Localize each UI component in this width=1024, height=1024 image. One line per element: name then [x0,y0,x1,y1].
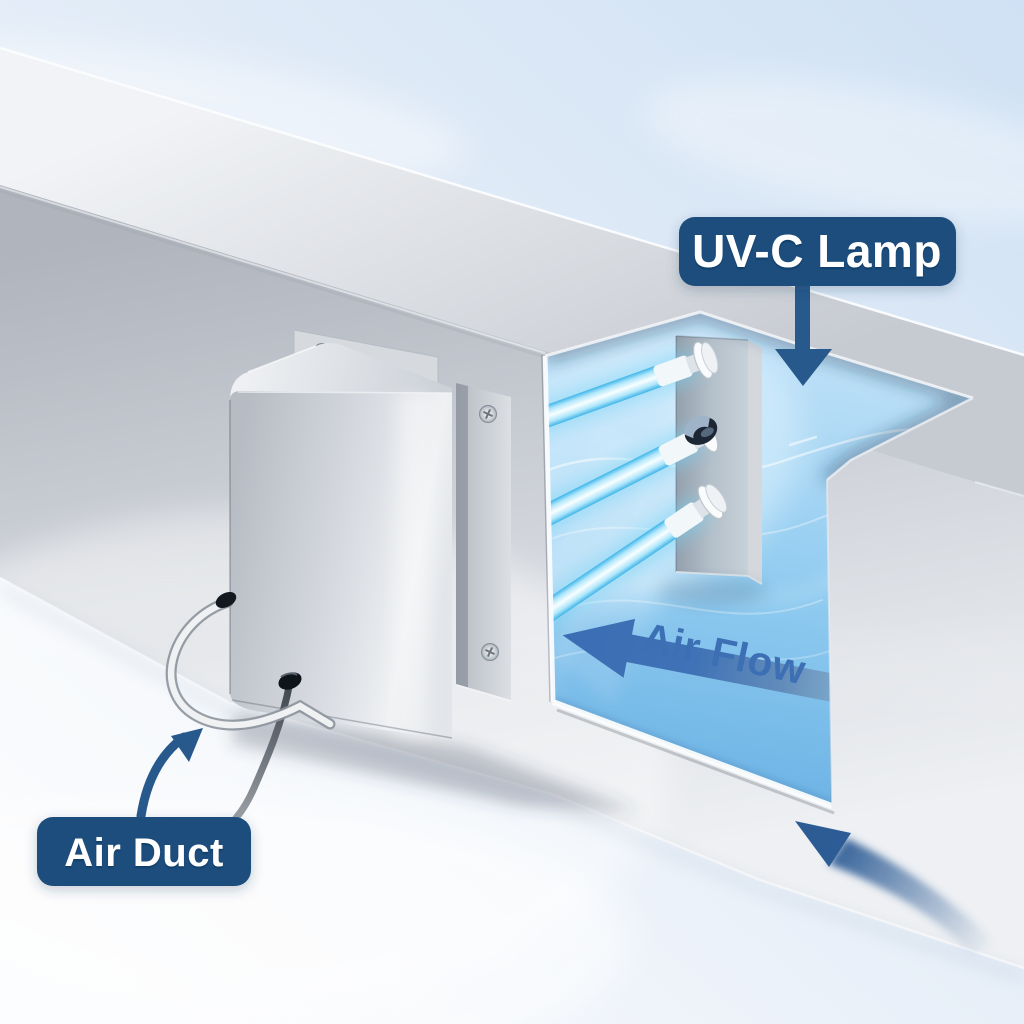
arrow-tail [828,838,994,954]
control-box-top [230,343,452,400]
duct-top-edge-highlight [0,46,1024,357]
uvc-lamp-tubes [545,341,728,659]
uvc-lamp-label: UV-C Lamp [692,225,942,277]
power-cable [167,598,334,729]
curved-up-right-arrow-icon [136,728,203,821]
uv-lamp-tube [545,341,719,449]
lamp-fitting-knob [684,416,718,445]
air-duct-callout: Air Duct [37,728,251,886]
air-duct-label-box [37,817,251,886]
cable-grommet [278,672,302,690]
duct-cutaway-opening: Air Flow [541,310,974,815]
cut-edge-rims [541,310,974,815]
bracket-edge-highlight [455,684,512,702]
duct-fold-line [974,481,1024,497]
duct-fold-line [0,186,546,354]
control-box [229,343,453,740]
air-inlet-arrow [795,821,994,954]
left-arrow-icon [562,618,858,706]
bracket-shadow [456,383,468,688]
box-fold-highlight [237,391,453,394]
uvc-lamp-label-box [679,217,956,286]
air-duct-label: Air Duct [64,831,224,875]
screw-icon [480,642,500,662]
grommet-highlight [280,672,298,678]
box-cast-shadow [232,712,640,812]
mounting-bracket [456,383,511,701]
down-arrow-icon [775,282,832,386]
box-sheen [396,394,430,738]
curved-up-left-arrow-icon [795,821,851,867]
uv-lamp-tube [545,484,728,659]
screw-icon [478,404,498,424]
cables [165,596,336,822]
box-ridge-highlight [247,345,317,373]
cable-grommet [215,591,237,609]
duct-fold-shadow [0,189,546,359]
control-box-assembly [165,329,640,822]
uvc-lamp-callout: UV-C Lamp [679,217,956,386]
sky-highlight [643,77,1024,223]
